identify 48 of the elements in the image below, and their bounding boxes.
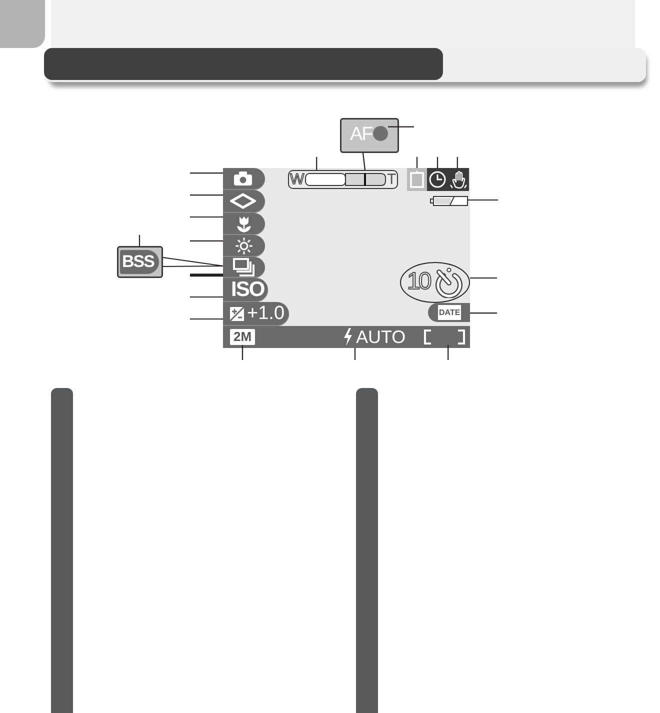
flash-mode-label: AUTO bbox=[356, 326, 406, 348]
leader-line bbox=[416, 157, 418, 168]
zoom-wide-label: W bbox=[290, 171, 304, 188]
zoom-indicator bbox=[288, 170, 398, 189]
leader-line bbox=[190, 240, 223, 242]
leader-line bbox=[388, 126, 414, 128]
leader-line bbox=[316, 157, 318, 170]
zoom-tele-label: T bbox=[387, 171, 396, 188]
indicator-tab bbox=[223, 257, 265, 278]
indicator-tab bbox=[223, 168, 265, 190]
indicator-tab bbox=[223, 235, 265, 257]
timer-seconds: 10 bbox=[407, 269, 430, 295]
leader-line bbox=[470, 312, 497, 314]
leader-line bbox=[190, 274, 223, 277]
battery-icon bbox=[430, 196, 468, 206]
dot-icon bbox=[373, 126, 388, 141]
leader-line bbox=[354, 348, 356, 360]
hand-icon bbox=[448, 168, 469, 191]
leader-line bbox=[456, 157, 458, 168]
af-label: AF bbox=[350, 124, 372, 146]
bss-label: BSS bbox=[120, 250, 159, 274]
section-bar bbox=[51, 388, 73, 713]
date-label: DATE bbox=[438, 305, 462, 320]
exposure-value: +1.0 bbox=[247, 304, 285, 324]
callout-balloon bbox=[340, 118, 399, 153]
leader-line bbox=[242, 345, 244, 360]
indicator-tab bbox=[428, 303, 470, 322]
leader-line bbox=[468, 199, 498, 201]
indicator-tab bbox=[223, 190, 265, 213]
leader-line bbox=[190, 172, 223, 174]
leader-line bbox=[436, 157, 438, 168]
indicator-tab bbox=[223, 302, 289, 326]
bracket-icon bbox=[422, 329, 467, 345]
indicator-tab bbox=[223, 213, 265, 235]
clock-icon bbox=[427, 168, 448, 191]
leader-line bbox=[190, 216, 223, 218]
callout-pointer bbox=[162, 256, 224, 268]
leader-line bbox=[190, 296, 223, 298]
image-size-label: 2M bbox=[230, 329, 255, 345]
iso-tab: ISO bbox=[223, 278, 268, 302]
leader-line bbox=[190, 318, 223, 320]
frame-icon bbox=[407, 168, 427, 191]
leader-line bbox=[190, 194, 223, 196]
leader-line bbox=[470, 277, 497, 279]
leader-line bbox=[448, 345, 449, 360]
monitor-screen bbox=[223, 168, 470, 348]
section-bar bbox=[356, 388, 378, 713]
leader-line bbox=[138, 235, 140, 246]
